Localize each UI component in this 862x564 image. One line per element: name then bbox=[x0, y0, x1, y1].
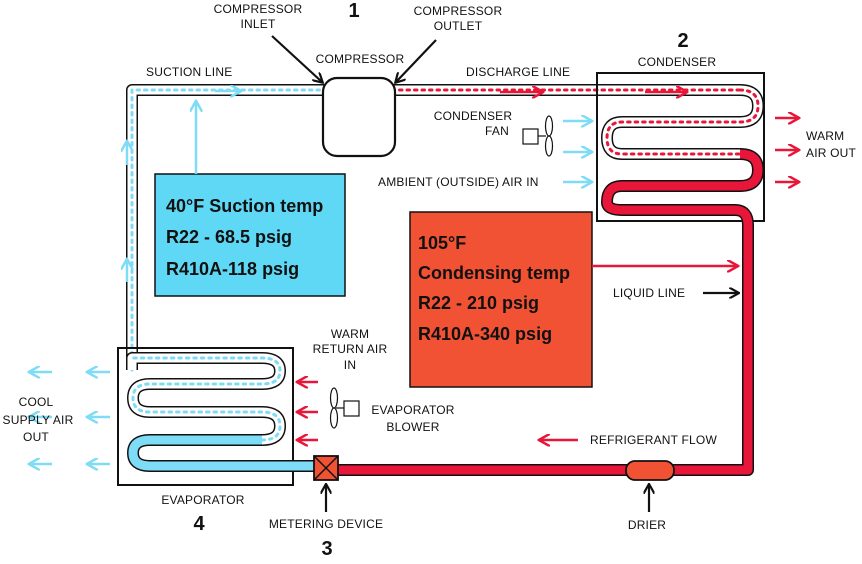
cool-supply-air-label-3: OUT bbox=[23, 430, 49, 444]
evaporator-box bbox=[117, 347, 294, 486]
liquid-line-label: LIQUID LINE bbox=[613, 286, 685, 300]
compressor-label: COMPRESSOR bbox=[316, 52, 405, 66]
warm-air-out-label-2: AIR OUT bbox=[806, 146, 857, 160]
warm-return-air-label-3: IN bbox=[344, 358, 356, 372]
compressor-body bbox=[321, 76, 397, 158]
suction-line-label: SUCTION LINE bbox=[146, 65, 232, 79]
condensing-temp-line-2: Condensing temp bbox=[418, 263, 570, 283]
condenser-coil-liquid bbox=[601, 148, 764, 476]
condenser-coil-vapor bbox=[600, 84, 765, 160]
evaporator-coil-liquid bbox=[126, 434, 314, 472]
warm-return-air-label-2: RETURN AIR bbox=[313, 342, 388, 356]
suction-line-pipe bbox=[126, 84, 327, 372]
warm-air-out-label-1: WARM bbox=[806, 129, 844, 143]
compressor-inlet-label-1: COMPRESSOR bbox=[214, 2, 303, 16]
warm-return-air-label-1: WARM bbox=[331, 327, 369, 341]
evaporator-blower-icon bbox=[329, 387, 360, 429]
condenser-label: CONDENSER bbox=[638, 55, 717, 69]
evaporator-coil-vapor bbox=[126, 352, 286, 446]
metering-device bbox=[313, 455, 339, 481]
condensing-temp-line-1: 105°F bbox=[418, 233, 466, 253]
evaporator-label: EVAPORATOR bbox=[161, 493, 244, 507]
compressor-outlet-label-2: OUTLET bbox=[434, 19, 483, 33]
drier-label: DRIER bbox=[628, 518, 666, 532]
compressor-inlet-arrow bbox=[271, 35, 322, 82]
drier bbox=[625, 460, 675, 481]
metering-device-number: 3 bbox=[321, 538, 332, 560]
condenser-box bbox=[596, 72, 765, 222]
compressor-outlet-arrow bbox=[396, 39, 437, 82]
suction-temp-line-3: R410A-118 psig bbox=[166, 259, 299, 279]
condenser-fan-label-1: CONDENSER bbox=[434, 109, 513, 123]
condenser-fan-icon bbox=[522, 115, 554, 157]
metering-device-label: METERING DEVICE bbox=[269, 517, 383, 531]
suction-temp-line-1: 40°F Suction temp bbox=[166, 196, 323, 216]
condenser-fan-label-2: FAN bbox=[485, 124, 509, 138]
suction-temp-line-2: R22 - 68.5 psig bbox=[166, 227, 292, 247]
evaporator-blower-label-2: BLOWER bbox=[386, 420, 439, 434]
evaporator-blower-label-1: EVAPORATOR bbox=[371, 403, 454, 417]
cool-supply-air-label-2: SUPPLY AIR bbox=[3, 413, 74, 427]
ambient-air-label: AMBIENT (OUTSIDE) AIR IN bbox=[378, 175, 539, 189]
compressor-number: 1 bbox=[348, 0, 359, 22]
compressor-inlet-label-2: INLET bbox=[240, 17, 275, 31]
condenser-number: 2 bbox=[677, 30, 688, 52]
condensing-temp-line-3: R22 - 210 psig bbox=[418, 293, 539, 313]
condensing-temp-box bbox=[409, 211, 593, 388]
condensing-temp-line-4: R410A-340 psig bbox=[418, 324, 552, 344]
refrigerant-flow-label: REFRIGERANT FLOW bbox=[590, 433, 717, 447]
suction-temp-box bbox=[154, 173, 346, 297]
evaporator-number: 4 bbox=[193, 513, 205, 535]
compressor-outlet-label-1: COMPRESSOR bbox=[414, 4, 503, 18]
discharge-line-label: DISCHARGE LINE bbox=[466, 65, 570, 79]
cool-supply-air-label-1: COOL bbox=[19, 395, 54, 409]
